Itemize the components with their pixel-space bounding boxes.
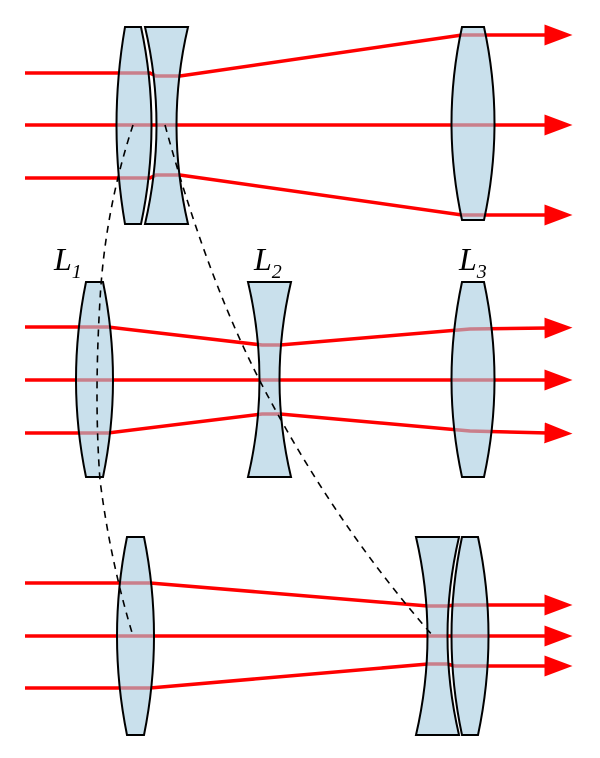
- lens-l2-bottom: [414, 536, 461, 736]
- lens-l1-middle: [75, 281, 114, 478]
- lens-l3-middle: [450, 281, 496, 478]
- l1-movement-path: [96, 124, 134, 637]
- lens-l2-top: [143, 26, 190, 225]
- label-l1: L1: [53, 241, 82, 283]
- lens-l2-middle: [246, 281, 293, 478]
- lens-l3-top: [450, 26, 496, 221]
- lens-l1-top: [115, 26, 153, 225]
- lens-l3-bottom: [450, 536, 490, 736]
- lens-l1-bottom: [116, 536, 155, 736]
- label-l2: L2: [253, 241, 282, 283]
- label-l3: L3: [458, 241, 487, 283]
